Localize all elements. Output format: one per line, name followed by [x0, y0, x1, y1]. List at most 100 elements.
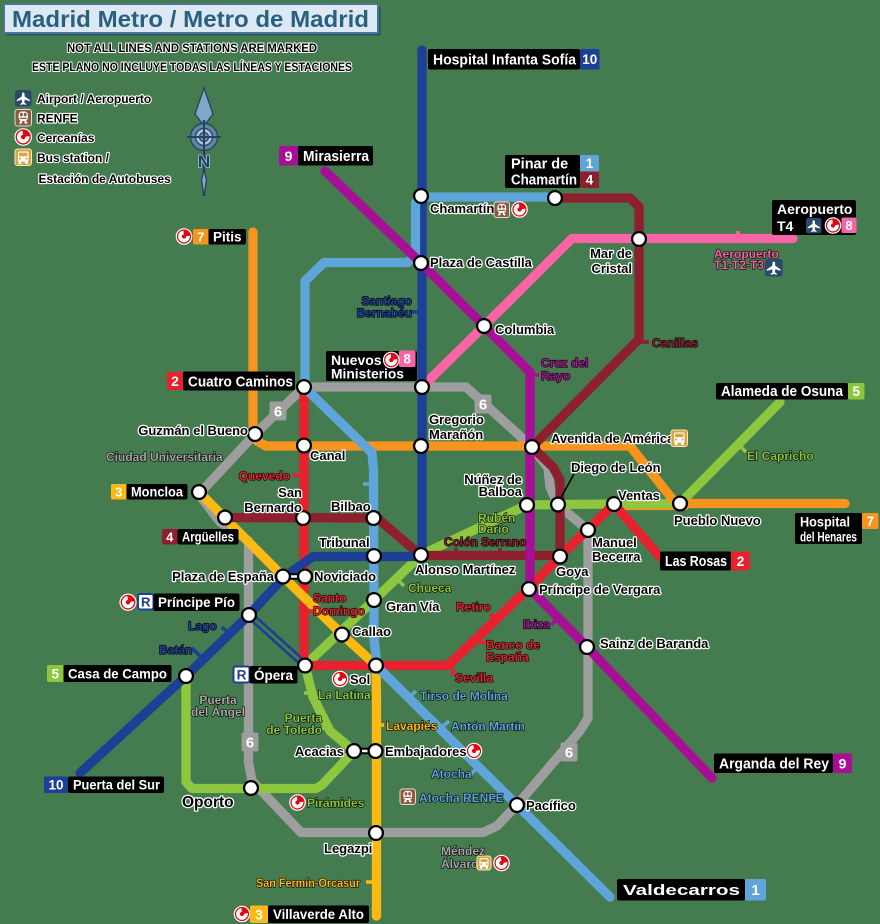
- svg-text:Noviciado: Noviciado: [314, 569, 376, 584]
- svg-text:San: San: [278, 485, 302, 500]
- svg-text:Puerta: Puerta: [285, 711, 323, 725]
- svg-text:Las Rosas: Las Rosas: [665, 554, 727, 570]
- svg-text:Banco de: Banco de: [486, 638, 540, 652]
- svg-text:Cristal: Cristal: [592, 261, 632, 276]
- svg-text:Madrid Metro / Metro de Madrid: Madrid Metro / Metro de Madrid: [12, 6, 369, 32]
- svg-text:Acacias: Acacias: [295, 744, 344, 759]
- svg-text:Retiro: Retiro: [456, 600, 491, 614]
- svg-text:7: 7: [866, 514, 874, 529]
- svg-text:Callao: Callao: [352, 624, 391, 639]
- svg-text:Hospital: Hospital: [800, 514, 850, 530]
- svg-text:Aeropuerto: Aeropuerto: [777, 201, 852, 217]
- svg-text:2: 2: [171, 373, 179, 389]
- svg-text:Oporto: Oporto: [182, 794, 234, 811]
- svg-text:NOT ALL LINES AND STATIONS ARE: NOT ALL LINES AND STATIONS ARE MARKED: [67, 41, 317, 55]
- svg-text:Villaverde Alto: Villaverde Alto: [273, 906, 364, 922]
- svg-text:de Toledo: de Toledo: [266, 723, 322, 737]
- svg-text:Arganda del Rey: Arganda del Rey: [719, 757, 829, 773]
- svg-text:Cuatro Caminos: Cuatro Caminos: [188, 374, 293, 391]
- svg-text:6: 6: [246, 735, 254, 752]
- svg-text:Rayo: Rayo: [541, 369, 570, 383]
- svg-text:Alonso Martínez: Alonso Martínez: [415, 562, 516, 577]
- svg-text:Darío: Darío: [478, 522, 509, 536]
- svg-text:Ibiza: Ibiza: [523, 618, 550, 632]
- svg-text:Legazpi: Legazpi: [324, 841, 372, 856]
- svg-text:Mar de: Mar de: [590, 246, 632, 261]
- svg-text:Sevilla: Sevilla: [455, 671, 493, 685]
- svg-text:Casa de Campo: Casa de Campo: [68, 666, 167, 682]
- svg-text:5: 5: [852, 384, 860, 399]
- svg-text:Santo: Santo: [313, 591, 346, 605]
- svg-text:Becerra: Becerra: [592, 549, 641, 564]
- svg-text:Príncipe Pío: Príncipe Pío: [158, 594, 235, 610]
- svg-text:Bus station /: Bus station /: [37, 151, 110, 165]
- svg-text:N: N: [198, 152, 210, 171]
- svg-text:Manuel: Manuel: [592, 535, 637, 550]
- svg-text:6: 6: [565, 745, 573, 762]
- svg-text:1: 1: [751, 882, 759, 899]
- svg-text:Méndez: Méndez: [441, 844, 485, 858]
- svg-text:San Fermín-Orcasur: San Fermín-Orcasur: [256, 876, 360, 890]
- svg-text:Lavapiés: Lavapiés: [386, 719, 438, 733]
- svg-text:4: 4: [166, 529, 174, 544]
- svg-text:Serrano: Serrano: [481, 535, 526, 549]
- svg-text:Moncloa: Moncloa: [131, 485, 183, 500]
- svg-text:Santiago: Santiago: [361, 294, 412, 308]
- svg-text:Guzmán el Bueno: Guzmán el Bueno: [138, 423, 248, 438]
- svg-text:6: 6: [274, 404, 282, 421]
- svg-text:Ventas: Ventas: [618, 488, 660, 503]
- svg-text:Atocha: Atocha: [431, 767, 472, 781]
- svg-text:10: 10: [48, 778, 63, 793]
- svg-text:El Capricho: El Capricho: [747, 449, 814, 463]
- svg-text:8: 8: [403, 352, 411, 367]
- svg-text:Marañón: Marañón: [429, 427, 483, 442]
- svg-text:R: R: [237, 667, 247, 682]
- svg-text:Ópera: Ópera: [254, 666, 293, 683]
- svg-text:Argüelles: Argüelles: [182, 530, 234, 545]
- svg-text:Estación de Autobuses: Estación de Autobuses: [39, 172, 172, 186]
- svg-text:Airport / Aeropuerto: Airport / Aeropuerto: [37, 92, 151, 106]
- svg-text:La Latina: La Latina: [318, 688, 371, 702]
- svg-text:Atocha RENFE: Atocha RENFE: [419, 791, 504, 805]
- svg-text:Antón Martín: Antón Martín: [451, 720, 525, 734]
- svg-text:9: 9: [285, 148, 293, 164]
- svg-text:Mirasierra: Mirasierra: [303, 149, 370, 165]
- svg-text:Puerta del Sur: Puerta del Sur: [73, 777, 161, 793]
- svg-text:Lago: Lago: [188, 619, 217, 633]
- svg-text:Plaza de España: Plaza de España: [172, 569, 275, 584]
- svg-text:4: 4: [586, 173, 594, 188]
- svg-text:3: 3: [115, 484, 122, 499]
- svg-text:Chueca: Chueca: [408, 581, 452, 595]
- svg-text:9: 9: [839, 755, 847, 771]
- svg-text:Domingo: Domingo: [313, 604, 365, 618]
- svg-text:2: 2: [737, 553, 745, 569]
- svg-text:Chamartín: Chamartín: [511, 173, 577, 189]
- svg-text:Ministerios: Ministerios: [331, 366, 404, 382]
- svg-text:T1-T2-T3: T1-T2-T3: [714, 258, 764, 272]
- svg-text:8: 8: [845, 218, 852, 233]
- svg-text:Pinar de: Pinar de: [511, 157, 568, 173]
- svg-text:Sainz de Baranda: Sainz de Baranda: [600, 636, 709, 651]
- svg-text:Tirso de Molina: Tirso de Molina: [420, 689, 508, 703]
- svg-text:Balboa: Balboa: [479, 484, 523, 499]
- svg-text:Gran Vía: Gran Vía: [386, 599, 440, 614]
- svg-text:T4: T4: [777, 218, 794, 234]
- svg-text:1: 1: [586, 156, 594, 171]
- svg-text:R: R: [141, 594, 151, 609]
- svg-text:Plaza de Castilla: Plaza de Castilla: [430, 255, 533, 270]
- svg-text:Diego de León: Diego de León: [571, 460, 661, 475]
- svg-text:RENFE: RENFE: [37, 112, 78, 126]
- svg-text:Cercanías: Cercanías: [37, 131, 95, 145]
- svg-text:Ciudad Universitaria: Ciudad Universitaria: [106, 450, 223, 464]
- svg-text:Avenida de América: Avenida de América: [551, 431, 675, 446]
- svg-text:Columbia: Columbia: [495, 322, 555, 337]
- svg-text:Tribunal: Tribunal: [319, 535, 370, 550]
- svg-text:Colón: Colón: [444, 535, 478, 549]
- svg-text:Gregorio: Gregorio: [429, 412, 484, 427]
- svg-text:Álvaro: Álvaro: [441, 856, 478, 871]
- svg-text:Bernardo: Bernardo: [244, 500, 302, 515]
- svg-text:3: 3: [255, 906, 263, 922]
- svg-text:Puerta: Puerta: [199, 693, 237, 707]
- svg-text:Bilbao: Bilbao: [331, 499, 371, 514]
- svg-text:del Henares: del Henares: [800, 529, 857, 545]
